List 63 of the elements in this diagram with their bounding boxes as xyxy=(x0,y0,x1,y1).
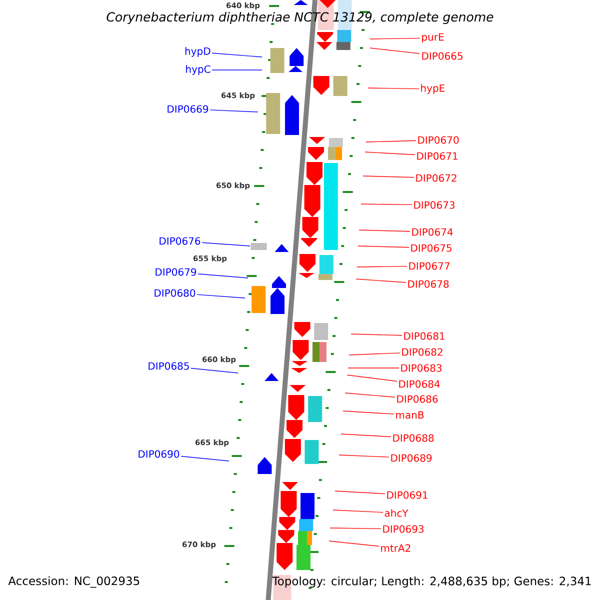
genome-info-text: Topology: circular; Length: 2,488,635 bp; Genes: 2,341 xyxy=(272,576,591,588)
leader-line xyxy=(190,368,238,374)
leader-line xyxy=(350,334,402,336)
gene-label: DIP0672 xyxy=(416,174,456,182)
leader-line xyxy=(358,246,410,248)
gene-label: DIP0681 xyxy=(404,332,444,340)
gene-label: purE xyxy=(422,33,444,43)
gene-label: DIP0680 xyxy=(154,289,196,297)
leader-line xyxy=(330,528,382,530)
accession-text: Accession: NC_002935 xyxy=(8,576,140,588)
gene-label: mtrA2 xyxy=(381,544,410,552)
leader-line xyxy=(212,52,262,58)
leader-line xyxy=(328,540,380,547)
gene-label: manB xyxy=(396,411,424,419)
gene-label: hypE xyxy=(421,84,444,94)
gene-label: DIP0682 xyxy=(402,348,442,356)
title: Corynebacterium diphtheriae NCTC 13129, complete genome xyxy=(106,12,494,24)
leader-line xyxy=(334,490,386,494)
gene-label: hypD xyxy=(185,47,210,57)
leader-line xyxy=(338,454,390,458)
leader-line xyxy=(370,48,420,54)
leader-line xyxy=(210,110,258,112)
gene-label: ahcY xyxy=(384,509,408,517)
leader-line xyxy=(356,278,406,283)
leader-line xyxy=(346,374,398,382)
gene-label: DIP0685 xyxy=(148,362,189,370)
gene-label: DIP0688 xyxy=(393,434,434,442)
gene-label: DIP0669 xyxy=(168,105,208,113)
gene-label: DIP0689 xyxy=(391,454,432,462)
leader-line xyxy=(362,176,414,178)
leader-line xyxy=(364,152,416,156)
leader-line xyxy=(202,242,250,246)
gene-label: DIP0678 xyxy=(408,280,449,288)
gene-label: DIP0673 xyxy=(414,201,455,209)
gene-label: DIP0676 xyxy=(160,237,200,245)
leader-line xyxy=(340,434,392,438)
leader-line xyxy=(180,456,230,462)
gene-label: DIP0665 xyxy=(422,52,462,60)
leader-line xyxy=(348,352,400,356)
gene-label: hypC xyxy=(186,65,210,75)
leader-line xyxy=(360,204,412,206)
leader-line xyxy=(366,140,416,142)
leader-line xyxy=(332,510,384,513)
gene-label: DIP0677 xyxy=(409,262,450,270)
gene-label: DIP0684 xyxy=(399,380,440,388)
leader-line xyxy=(196,294,246,298)
leader-line xyxy=(356,266,408,268)
gene-label: DIP0679 xyxy=(156,268,196,276)
gene-label: DIP0674 xyxy=(412,228,453,236)
gene-label: DIP0683 xyxy=(401,364,442,372)
gene-label: DIP0691 xyxy=(387,491,428,499)
leader-line xyxy=(342,410,394,414)
leader-line xyxy=(198,274,248,278)
gene-label: DIP0693 xyxy=(383,525,424,533)
gene-label: DIP0690 xyxy=(138,450,180,458)
gene-label: DIP0675 xyxy=(411,244,452,252)
gene-label: DIP0670 xyxy=(418,136,459,144)
leader-line xyxy=(368,88,420,90)
gene-label: DIP0686 xyxy=(397,395,438,403)
leader-line xyxy=(344,392,396,398)
gene-label: DIP0671 xyxy=(417,152,458,160)
leader-line xyxy=(370,38,420,40)
leader-line xyxy=(358,230,410,232)
